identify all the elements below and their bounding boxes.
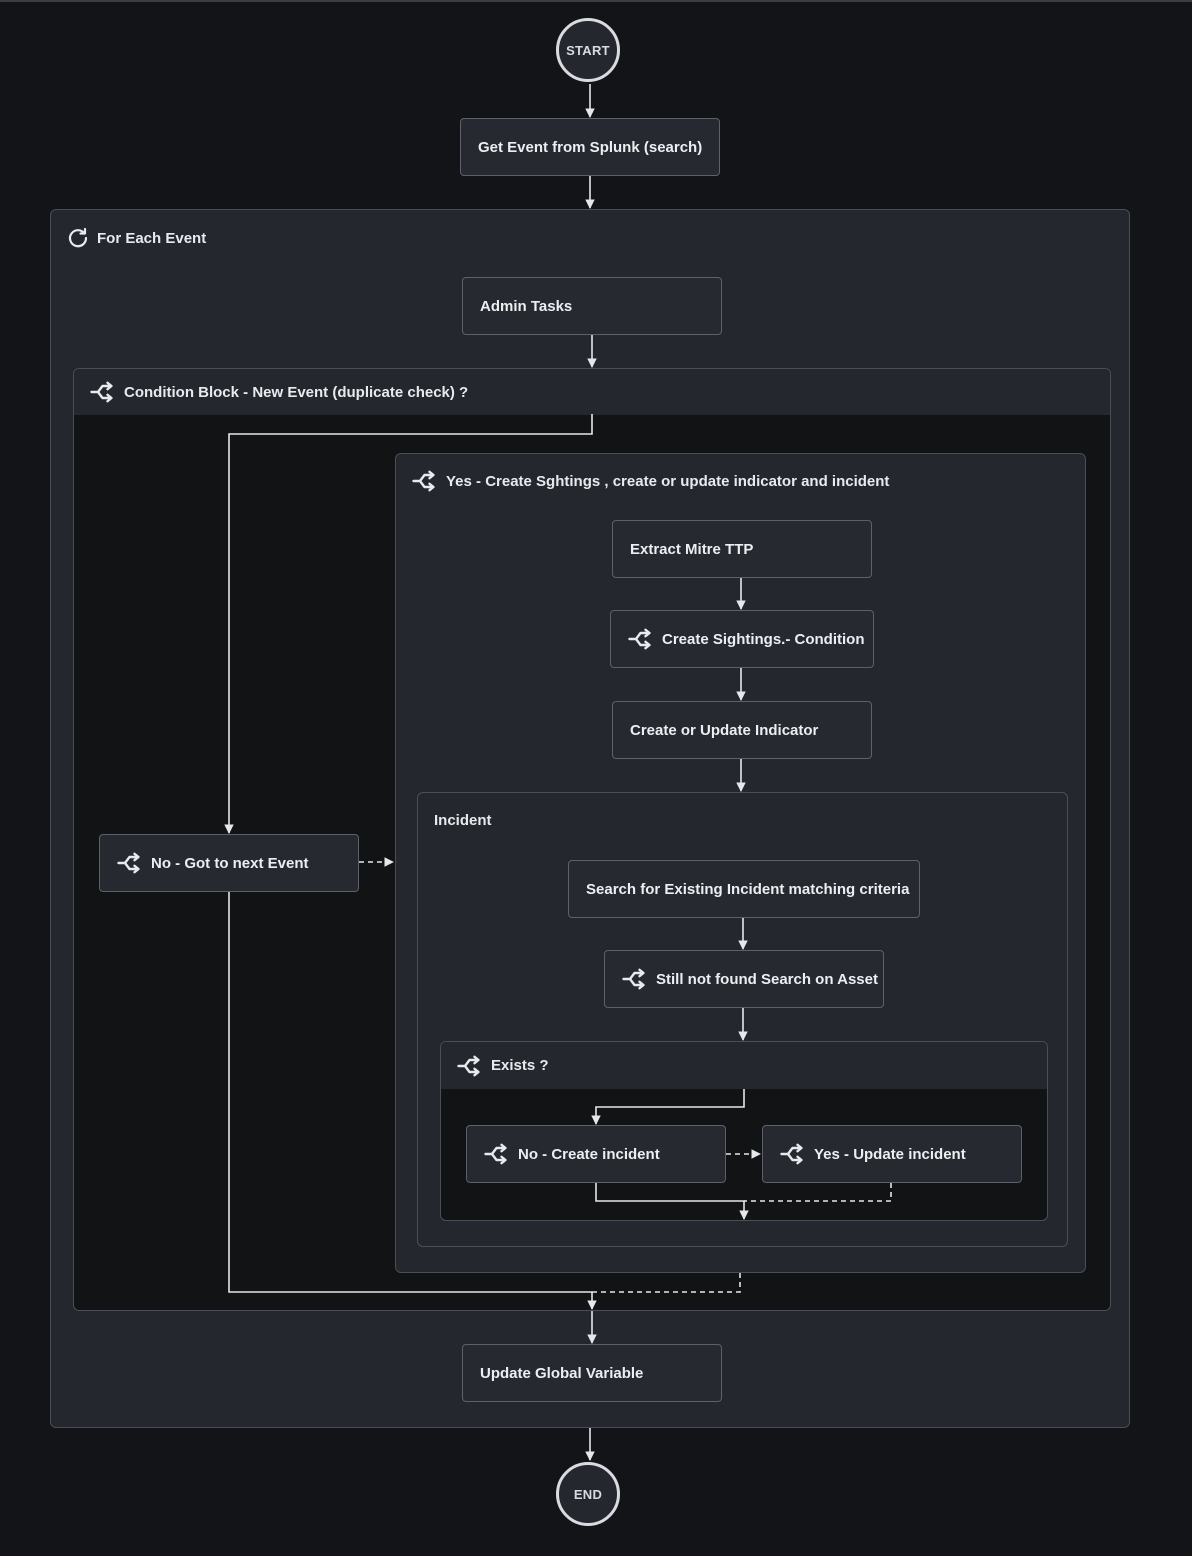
update-global-variable-label: Update Global Variable	[480, 1364, 644, 1382]
for-each-loop-title: For Each Event	[97, 229, 207, 247]
extract-mitre-label: Extract Mitre TTP	[630, 540, 754, 558]
condition-block-title: Condition Block - New Event (duplicate c…	[124, 383, 469, 401]
branch-icon	[90, 381, 116, 403]
start-label: START	[566, 42, 610, 58]
end-label: END	[573, 1486, 603, 1502]
search-asset-node[interactable]: Still not found Search on Asset	[604, 950, 884, 1008]
indicator-node[interactable]: Create or Update Indicator	[612, 701, 872, 759]
update-global-variable-node[interactable]: Update Global Variable	[462, 1344, 722, 1402]
branch-icon	[780, 1143, 806, 1165]
create-sightings-label: Create Sightings.- Condition	[662, 630, 865, 648]
branch-icon	[484, 1143, 510, 1165]
get-event-label: Get Event from Splunk (search)	[478, 138, 703, 156]
get-event-node[interactable]: Get Event from Splunk (search)	[460, 118, 720, 176]
search-existing-incident-label: Search for Existing Incident matching cr…	[586, 880, 910, 898]
search-asset-label: Still not found Search on Asset	[656, 970, 878, 988]
incident-title: Incident	[434, 811, 492, 829]
branch-icon	[117, 852, 143, 874]
no-branch-label: No - Got to next Event	[151, 854, 309, 872]
search-existing-incident-node[interactable]: Search for Existing Incident matching cr…	[568, 860, 920, 918]
extract-mitre-node[interactable]: Extract Mitre TTP	[612, 520, 872, 578]
condition-block-header: Condition Block - New Event (duplicate c…	[74, 369, 1110, 415]
branch-icon	[412, 470, 438, 492]
incident-header: Incident	[418, 793, 1067, 847]
no-create-incident-label: No - Create incident	[518, 1145, 660, 1163]
branch-icon	[457, 1055, 483, 1077]
top-border	[0, 0, 1192, 2]
exists-condition-header: Exists ?	[441, 1042, 1047, 1089]
create-sightings-node[interactable]: Create Sightings.- Condition	[610, 610, 874, 668]
yes-branch-title: Yes - Create Sghtings , create or update…	[446, 472, 890, 490]
admin-tasks-node[interactable]: Admin Tasks	[462, 277, 722, 335]
branch-icon	[622, 968, 648, 990]
admin-tasks-label: Admin Tasks	[480, 297, 573, 315]
yes-update-incident-label: Yes - Update incident	[814, 1145, 966, 1163]
indicator-label: Create or Update Indicator	[630, 721, 819, 739]
exists-condition-title: Exists ?	[491, 1057, 549, 1074]
yes-update-incident-node[interactable]: Yes - Update incident	[762, 1125, 1022, 1183]
end-node[interactable]: END	[556, 1462, 620, 1526]
for-each-loop-header: For Each Event	[51, 210, 1129, 266]
start-node[interactable]: START	[556, 18, 620, 82]
branch-icon	[628, 628, 654, 650]
no-create-incident-node[interactable]: No - Create incident	[466, 1125, 726, 1183]
no-branch-node[interactable]: No - Got to next Event	[99, 834, 359, 892]
yes-branch-header: Yes - Create Sghtings , create or update…	[396, 454, 1085, 508]
loop-icon	[67, 227, 89, 249]
